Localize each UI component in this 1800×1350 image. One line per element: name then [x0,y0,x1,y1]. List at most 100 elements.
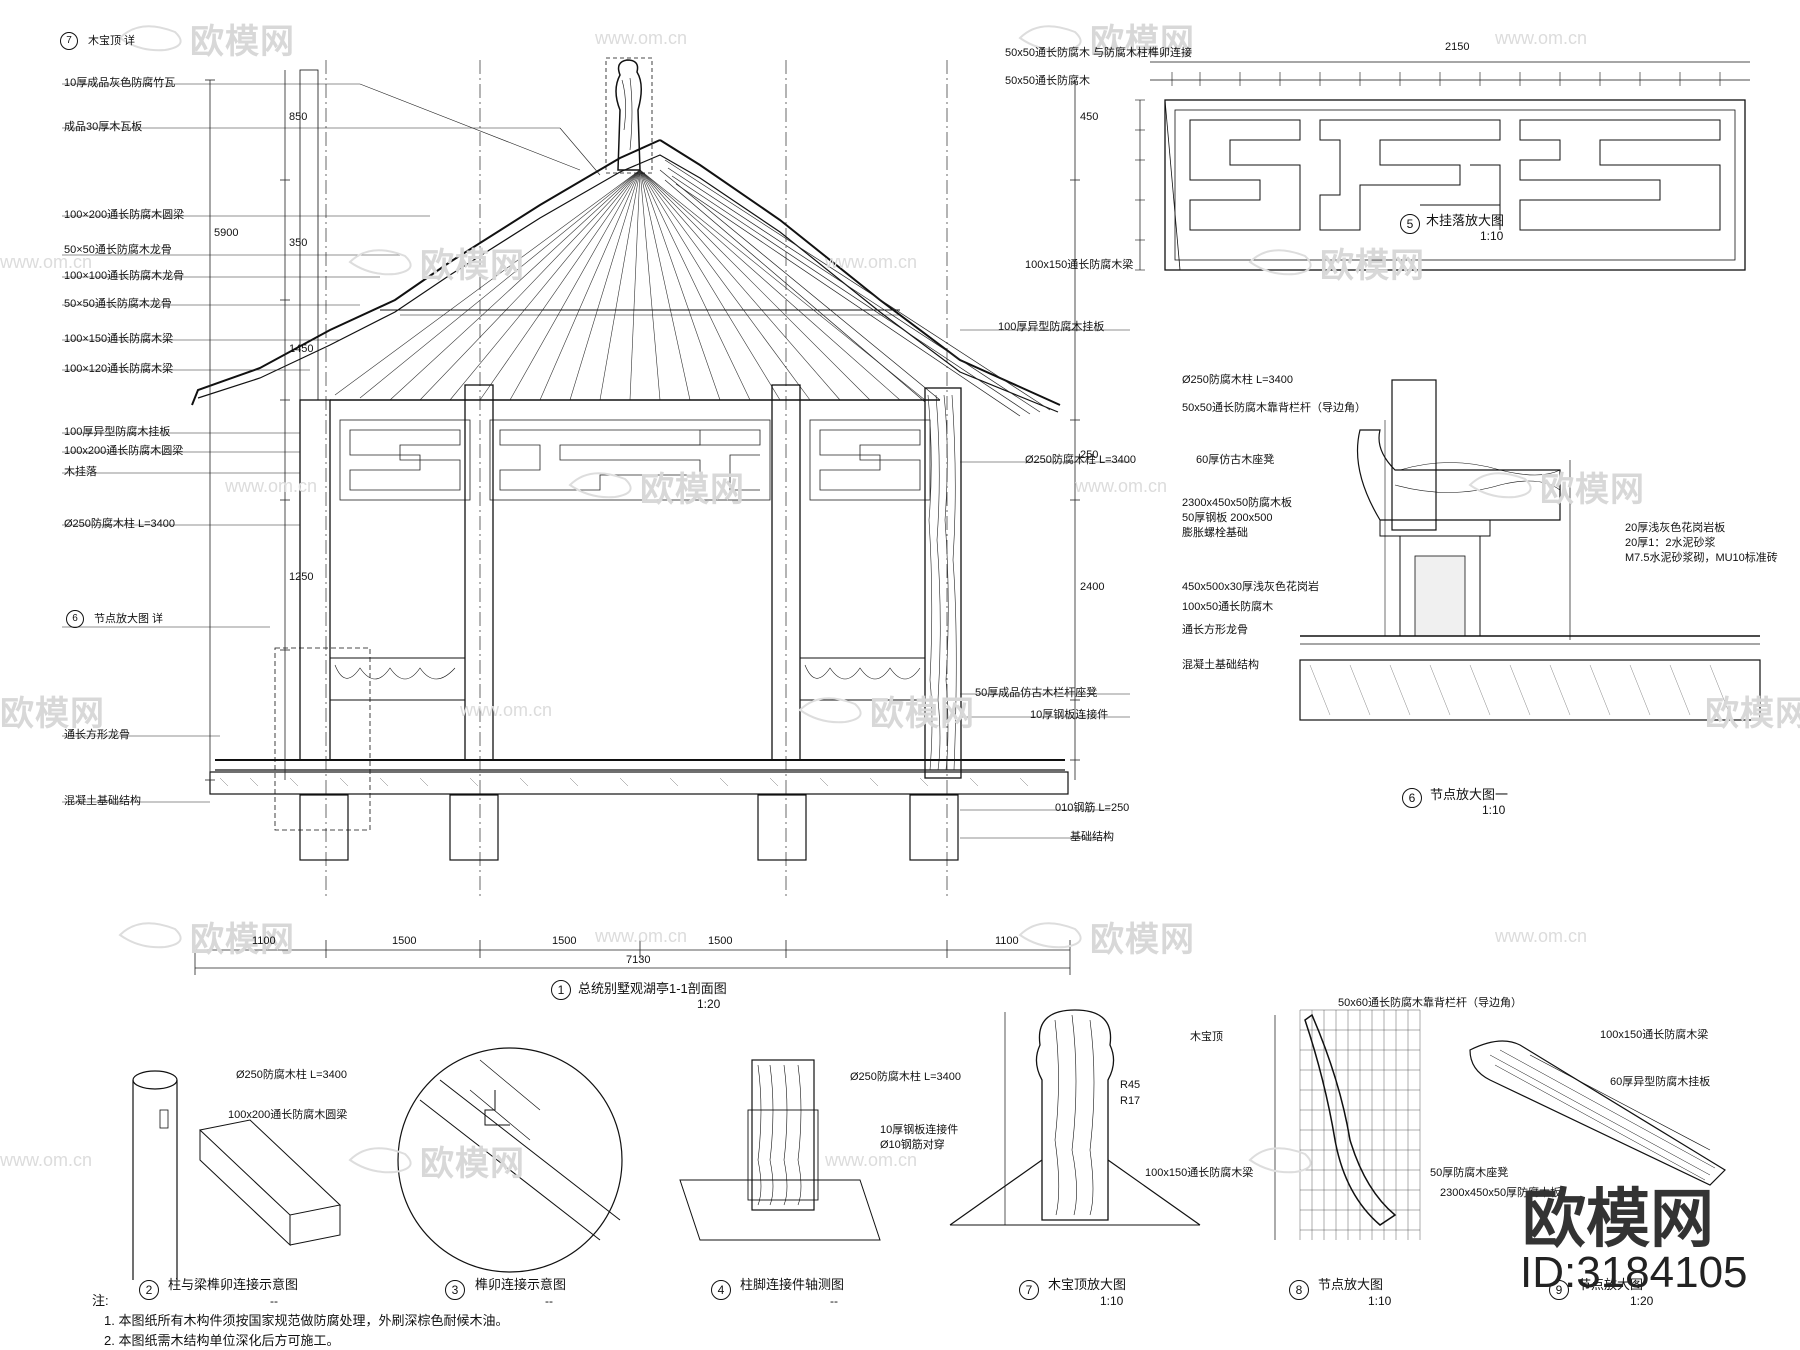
label: Ø250防腐木柱 L=3400 [64,518,175,530]
label: Ø10钢筋对穿 [880,1139,945,1151]
section-scale: 1:10 [1480,229,1504,243]
section-title: 柱与梁榫卯连接示意图 [168,1277,299,1292]
section-scale: 1:20 [1630,1294,1654,1308]
section-4-drawing [679,1059,881,1241]
section-title: 节点放大图 [1318,1277,1384,1292]
label: 100×200通长防腐木圆梁 [64,209,185,221]
label: 膨胀螺栓基础 [1182,527,1248,539]
label: R17 [1120,1095,1141,1107]
label: R45 [1120,1079,1141,1091]
label: 100x150通长防腐木梁 [1025,259,1134,271]
dimension: 1250 [289,571,314,583]
label: 木宝顶 [1190,1031,1223,1043]
label: 2300x450x50厚防腐木板 [1440,1187,1562,1199]
notes-heading: 注: [92,1293,109,1308]
watermark-logos [118,25,1532,1174]
section-scale: 1:20 [697,997,721,1011]
dimension: 350 [289,237,308,249]
label: 100x200通长防腐木圆梁 [228,1109,348,1121]
section-number: 5 [1400,214,1420,234]
section-title: 榫卯连接示意图 [475,1277,567,1292]
section-9-drawing [1469,1040,1726,1186]
label: 20厚1：2水泥砂浆 [1625,537,1716,549]
label: 60厚异型防腐木挂板 [1610,1076,1711,1088]
section-8-drawing [1274,1009,1421,1240]
section-2-drawing [132,1070,342,1280]
watermark-url: www.om.cn [595,926,688,946]
label: Ø250防腐木柱 L=3400 [1182,374,1293,386]
dimension: 1450 [289,343,314,355]
watermark-text: 欧模网 [1540,471,1645,509]
section-title: 节点放大图一 [1430,787,1509,802]
watermark-text: 欧模网 [640,471,745,509]
label: 100×150通长防腐木梁 [64,333,174,345]
watermark-url: www.om.cn [0,1150,93,1170]
label: 50x50通长防腐木 [1005,75,1090,87]
dimension: 1500 [552,935,577,947]
label: 50x60通长防腐木靠背栏杆（导边角） [1338,997,1522,1009]
label: 2300x450x50防腐木板 [1182,497,1293,509]
label: 50x50通长防腐木 与防腐木柱榫卯连接 [1005,47,1193,59]
label: 通长方形龙骨 [64,729,130,741]
section-6-drawing [1299,379,1761,721]
label: 50厚成品仿古木栏杆座凳 [975,687,1098,699]
label: 100厚异型防腐木挂板 [64,426,171,438]
label: 20厚浅灰色花岗岩板 [1625,522,1726,534]
dimension: 7130 [626,954,651,966]
label: 木宝顶 详 [88,35,136,47]
label: 10厚钢板连接件 [880,1124,959,1136]
watermark-url: www.om.cn [595,28,688,48]
section-number: 4 [711,1280,731,1300]
section-title: 柱脚连接件轴测图 [740,1277,845,1292]
section-scale: 1:10 [1368,1294,1392,1308]
label: 50x50通长防腐木靠背栏杆（导边角） [1182,402,1366,414]
label: 100x150通长防腐木梁 [1145,1167,1254,1179]
section-number: 9 [1549,1280,1569,1300]
label: 50厚防腐木座凳 [1430,1167,1509,1179]
watermark-text: 欧模网 [870,695,975,733]
label: 60厚仿古木座凳 [1196,454,1275,466]
label: M7.5水泥砂浆砌，MU10标准砖 [1625,552,1778,564]
section-scale: -- [545,1294,553,1308]
dimension: 450 [1080,111,1099,123]
section-number: 7 [1019,1280,1039,1300]
section-7-drawing [949,1009,1201,1226]
watermark-text: 欧模网 [0,695,105,733]
watermark-text: 欧模网 [420,247,525,285]
dimension: 1500 [392,935,417,947]
label: Ø250防腐木柱 L=3400 [1025,454,1136,466]
dimension: 1500 [708,935,733,947]
dimension: 250 [1080,449,1099,461]
watermark-text: 欧模网 [1090,921,1195,959]
label: 节点放大图 详 [94,613,164,625]
label: 50×50通长防腐木龙骨 [64,298,172,310]
label: 50×50通长防腐木龙骨 [64,244,172,256]
watermark-text: 欧模网 [1320,247,1425,285]
label: 100x50通长防腐木 [1182,601,1274,613]
dimension: 5900 [214,227,239,239]
section-title: 总统别墅观湖亭1-1剖面图 [578,981,727,996]
callout-circle: 6 [66,610,84,628]
label: 010钢筋 L=250 [1055,802,1130,814]
section-scale: 1:10 [1100,1294,1124,1308]
section-number: 6 [1402,788,1422,808]
note-item: 1. 本图纸所有木构件须按国家规范做防腐处理，外刷深棕色耐候木油。 [104,1313,509,1328]
section-title: 木宝顶放大图 [1048,1277,1127,1292]
brand-id: ID:3184105 [1520,1248,1748,1297]
label: 100×120通长防腐木梁 [64,363,174,375]
label: 450x500x30厚浅灰色花岗岩 [1182,581,1319,593]
dimension: 850 [289,111,308,123]
label: 木挂落 [64,466,97,478]
watermark-url: www.om.cn [225,476,318,496]
watermark-url: www.om.cn [1495,28,1588,48]
label: 混凝土基础结构 [64,795,141,807]
watermark-text: 欧模网 [190,23,295,61]
label: Ø250防腐木柱 L=3400 [850,1071,961,1083]
label: 通长方形龙骨 [1182,624,1248,636]
watermark-text: 欧模网 [1705,695,1800,733]
watermark-url: www.om.cn [0,252,93,272]
watermark-url: www.om.cn [825,1150,918,1170]
section-number: 2 [139,1280,159,1300]
section-scale: -- [830,1294,838,1308]
